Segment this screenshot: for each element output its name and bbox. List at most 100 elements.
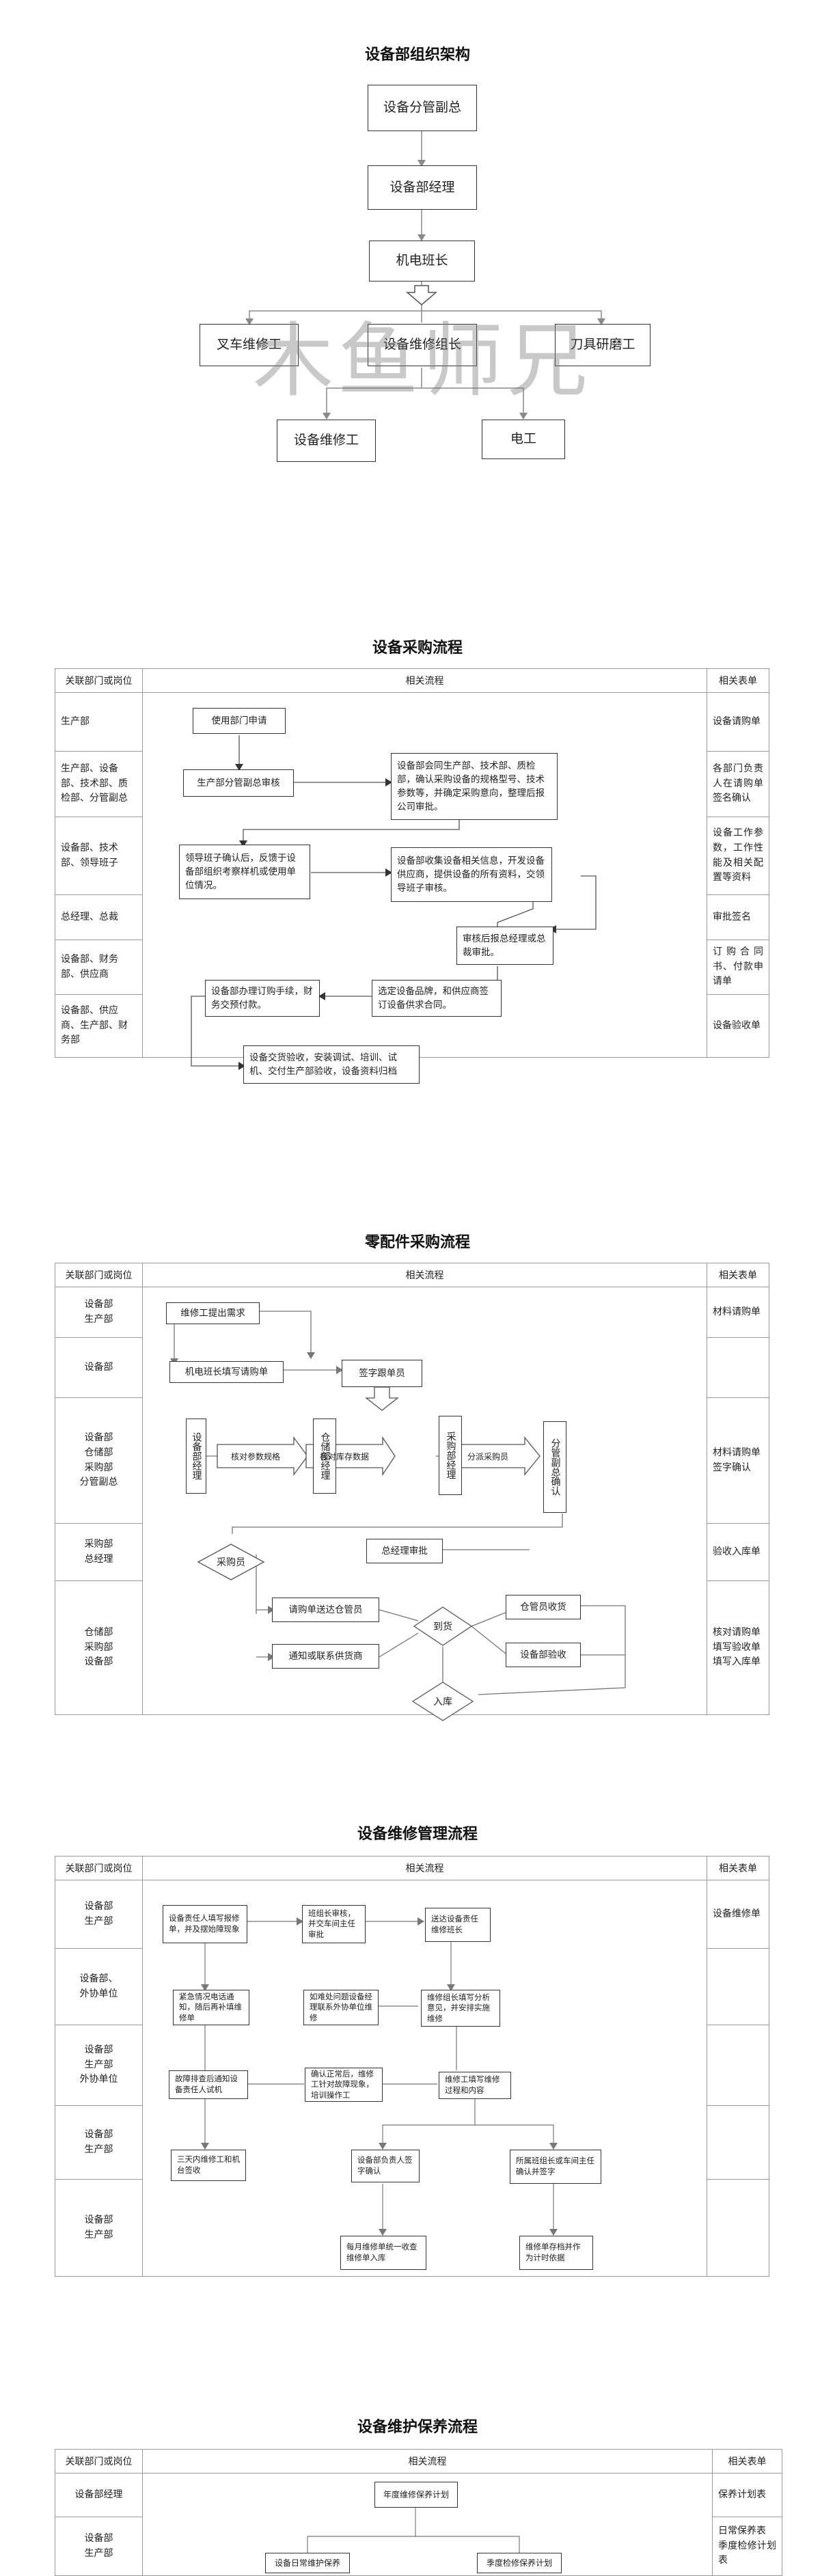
purchase-order-box: 设备部办理订购手续，财务交预付款。 <box>205 980 320 1017</box>
care-form-2: 日常保养表 季度检修计划表 <box>712 2517 782 2576</box>
purchase-dept-3: 设备部、技术部、领导班子 <box>55 817 143 895</box>
care-header-form: 相关表单 <box>712 2449 782 2474</box>
parts-header-flow: 相关流程 <box>142 1263 707 1287</box>
care-plan-box: 年度维修保养计划 <box>374 2482 458 2508</box>
node-tool: 刀具研磨工 <box>555 324 651 366</box>
parts-mgr-box: 设备部经理 <box>186 1419 206 1494</box>
care-season-box: 季度检修保养计划 <box>477 2553 562 2573</box>
maint-b8-box: 确认正常后，维修工针对故障现象，培训操作工 <box>305 2068 383 2102</box>
parts-notify-box: 通知或联系供货商 <box>272 1644 379 1669</box>
purchase-accept-box: 设备交货验收，安装调试、培训、试机、交付生产部验收，设备资料归档 <box>243 1045 420 1084</box>
parts-param-label: 核对参数规格 <box>219 1446 292 1466</box>
maint-form-1: 设备维修单 <box>707 1880 769 1949</box>
parts-inv-text: 核对库存数据 <box>319 1451 369 1462</box>
parts-form-4: 验收入库单 <box>707 1523 769 1581</box>
parts-check-box: 设备部验收 <box>506 1643 581 1667</box>
purchase-header-flow: 相关流程 <box>142 668 707 693</box>
parts-dept-3: 设备部 仓储部 采购部 分管副总 <box>55 1397 143 1524</box>
parts-arrive-text: 到货 <box>433 1621 452 1632</box>
purchase-dept-4: 总经理、总裁 <box>55 894 143 940</box>
purchase-dept-1: 生产部 <box>55 692 143 752</box>
maint-dept-3: 设备部 生产部 外协单位 <box>55 2025 143 2106</box>
maint-b12-box: 所属班组长或车间主任确认并签字 <box>510 2150 601 2184</box>
parts-split-text: 分派采购员 <box>467 1451 508 1462</box>
parts-fill-box: 机电班长填写请购单 <box>169 1361 284 1383</box>
parts-need-box: 维修工提出需求 <box>166 1302 260 1324</box>
parts-dept-2: 设备部 <box>55 1337 143 1398</box>
parts-stock-box: 仓储部经理 <box>313 1419 336 1494</box>
parts-vp-box: 分管副总确认 <box>543 1421 566 1513</box>
node-manager: 设备部经理 <box>368 165 477 210</box>
maint-b11-box: 设备部负责人签字确认 <box>351 2150 420 2182</box>
parts-notify-store-box: 请购单送达仓管员 <box>272 1598 379 1622</box>
node-vp: 设备分管副总 <box>368 85 477 131</box>
purchase-dept-2: 生产部、设备部、技术部、质检部、分管副总 <box>55 751 143 817</box>
maint-b13-box: 每月维修单统一收查维修单入库 <box>340 2236 426 2270</box>
purchase-meeting-box: 设备部会同生产部、技术部、质检部，确认采购设备的规格型号、技术参数等，并确定采购… <box>391 753 558 820</box>
parts-store-in-text: 入库 <box>433 1697 452 1708</box>
maint-b7-box: 故障排查后通知设备责任人试机 <box>169 2070 248 2099</box>
purchase-form-2: 各部门负责人在请购单签名确认 <box>707 751 769 817</box>
parts-title: 零配件采购流程 <box>364 1233 470 1251</box>
purchase-dept-5: 设备部、财务部、供应商 <box>55 940 143 995</box>
maint-b10-box: 三天内维修工和机台签收 <box>171 2150 246 2181</box>
node-team-leader: 设备维修组长 <box>368 324 477 366</box>
purchase-form-4: 审批签名 <box>707 894 769 940</box>
maint-b9-box: 维修工填写维修过程和内容 <box>439 2072 511 2099</box>
org-chart-title: 设备部组织架构 <box>364 46 470 64</box>
parts-buyer-text: 采购员 <box>217 1557 245 1568</box>
parts-dept-4: 采购部 总经理 <box>55 1523 143 1581</box>
parts-dept-1: 设备部 生产部 <box>55 1287 143 1338</box>
node-electric: 电工 <box>482 420 565 459</box>
parts-form-1: 材料请购单 <box>707 1287 769 1338</box>
care-table: 关联部门或岗位 相关流程 相关表单 设备部经理 保养计划表 设备部 生产部 日常… <box>55 2449 782 2576</box>
parts-buyer-diamond: 采购员 <box>198 1544 264 1580</box>
care-header-dept: 关联部门或岗位 <box>55 2449 143 2474</box>
maint-form-2 <box>707 1948 769 2025</box>
maint-dept-5: 设备部 生产部 <box>55 2179 143 2277</box>
maint-b3-box: 送达设备责任维修班长 <box>425 1908 491 1942</box>
parts-arrive-diamond: 到货 <box>414 1607 471 1645</box>
node-leader: 机电班长 <box>369 241 475 282</box>
parts-store-in-diamond: 入库 <box>413 1682 473 1721</box>
maint-b4-box: 紧急情况电话通知，随后再补填维修单 <box>173 1990 249 2025</box>
maint-form-5 <box>707 2179 769 2277</box>
parts-form-5: 核对请购单 填写验收单 填写入库单 <box>707 1580 769 1715</box>
maint-b2-box: 班组长审核，并交车间主任审批 <box>302 1905 366 1943</box>
maint-dept-4: 设备部 生产部 <box>55 2105 143 2180</box>
parts-sign-box: 签字跟单员 <box>342 1360 422 1387</box>
purchase-select-box: 选定设备品牌，和供应商签订设备供求合同。 <box>372 980 502 1017</box>
parts-header-dept: 关联部门或岗位 <box>55 1263 143 1287</box>
purchase-leaders-box: 领导班子确认后，反馈于设备部组织考察样机或使用单位情况。 <box>179 845 310 899</box>
maint-connectors <box>201 1917 558 2236</box>
care-daily-box: 设备日常维护保养 <box>265 2553 350 2573</box>
purchase-collect-box: 设备部收集设备相关信息，开发设备供应商，提供设备的所有资料，交领导班子审核。 <box>391 847 552 902</box>
maint-b5-box: 如难处问题设备经理联系外协单位维修 <box>303 1990 379 2025</box>
parts-inv-label: 核对库存数据 <box>307 1446 381 1466</box>
purchase-title: 设备采购流程 <box>372 639 463 657</box>
parts-param-text: 核对参数规格 <box>230 1451 280 1462</box>
maint-title: 设备维修管理流程 <box>357 1825 478 1843</box>
purchase-gm-box: 审核后报总经理或总裁审批。 <box>456 927 553 965</box>
purchase-connectors <box>191 735 597 1070</box>
care-dept-2: 设备部 生产部 <box>55 2517 143 2576</box>
maint-b6-box: 维修组长填写分析意见，并安排实施维修 <box>421 1990 500 2027</box>
parts-table: 关联部门或岗位 相关流程 相关表单 设备部 生产部 材料请购单 设备部 设备部 … <box>55 1263 769 1715</box>
node-forklift: 叉车维修工 <box>200 324 299 366</box>
maint-header-dept: 关联部门或岗位 <box>55 1856 143 1880</box>
parts-split-label: 分派采购员 <box>452 1446 523 1466</box>
maint-b14-box: 维修单存档并作为计时依据 <box>519 2236 593 2270</box>
purchase-dept-6: 设备部、供应商、生产部、财务部 <box>55 994 143 1058</box>
parts-dept-5: 仓储部 采购部 设备部 <box>55 1580 143 1715</box>
purchase-vp-review-box: 生产部分管副总审核 <box>183 769 294 797</box>
parts-header-form: 相关表单 <box>707 1263 769 1287</box>
parts-keeper-box: 仓管员收货 <box>506 1595 581 1619</box>
parts-buy-box: 采购部经理 <box>439 1416 462 1495</box>
parts-form-3: 材料请购单 签字确认 <box>707 1397 769 1524</box>
purchase-form-5: 订购合同书、付款申请单 <box>707 940 769 995</box>
parts-form-2 <box>707 1337 769 1398</box>
care-title: 设备维护保养流程 <box>357 2418 478 2436</box>
purchase-form-1: 设备请购单 <box>707 692 769 752</box>
parts-gm-box: 总经理审批 <box>366 1539 443 1563</box>
